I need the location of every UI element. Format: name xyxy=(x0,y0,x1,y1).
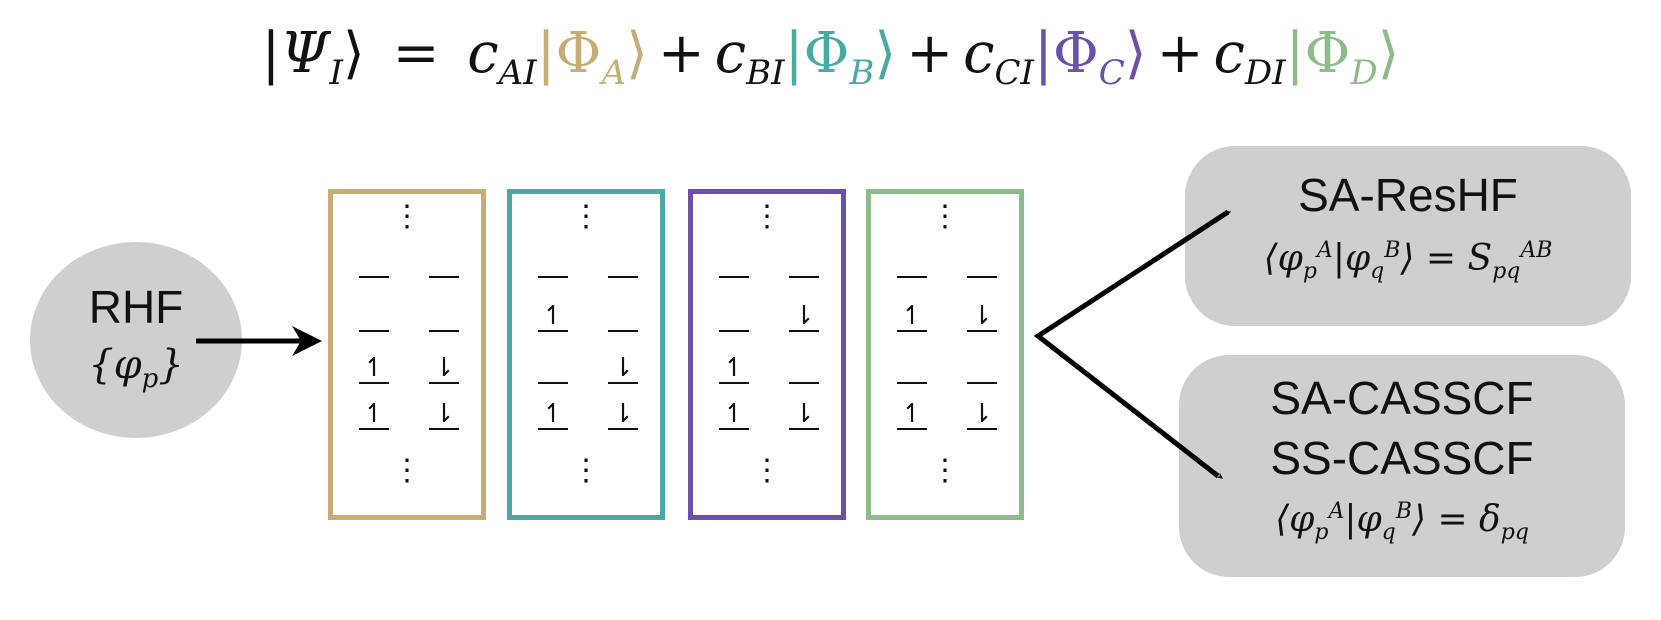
determinant-ket-a: |ΦA⟩ xyxy=(536,21,648,93)
orbital-level xyxy=(789,382,819,384)
determinant-box-4: ⋮↿⇂↿⇂⋮ xyxy=(866,189,1024,520)
orbital-level xyxy=(359,330,389,332)
orbital-level: ⇂ xyxy=(608,400,638,430)
determinant-ket-d: |ΦD⟩ xyxy=(1285,21,1400,93)
plus-sign: + xyxy=(906,21,954,86)
orbital-level xyxy=(608,330,638,332)
sa-reshf-overlap-formula: ⟨φpA|φqB⟩ = SpqAB xyxy=(1263,238,1553,285)
orbital-level xyxy=(897,382,927,384)
orbital-level xyxy=(897,276,927,278)
sa-casscf-title: SA-CASSCF xyxy=(1270,372,1534,424)
determinant-box-2: ⋮↿⇂↿⇂⋮ xyxy=(507,189,665,520)
orbital-level: ↿ xyxy=(897,302,927,332)
spin-down-electron: ⇂ xyxy=(433,353,455,383)
orbital-level xyxy=(359,276,389,278)
spin-up-electron: ↿ xyxy=(542,399,564,429)
orbital-level: ⇂ xyxy=(429,400,459,430)
spin-up-electron: ↿ xyxy=(901,301,923,331)
coefficient: c xyxy=(1213,21,1245,86)
ellipsis-bottom: ⋮ xyxy=(392,453,422,488)
ss-casscf-title: SS-CASSCF xyxy=(1270,432,1534,484)
orbital-level: ⇂ xyxy=(789,302,819,332)
orbital-level: ⇂ xyxy=(967,400,997,430)
orbital-level: ↿ xyxy=(538,400,568,430)
orbital-level: ⇂ xyxy=(789,400,819,430)
equation-terms: cAI|ΦA⟩+cBI|ΦB⟩+cCI|ΦC⟩+cDI|ΦD⟩ xyxy=(467,21,1400,93)
coefficient: c xyxy=(467,21,499,86)
orbital-level xyxy=(538,382,568,384)
orbital-level: ↿ xyxy=(719,354,749,384)
determinant-ket-b: |ΦB⟩ xyxy=(784,21,897,93)
orbital-level: ⇂ xyxy=(967,302,997,332)
spin-down-electron: ⇂ xyxy=(433,399,455,429)
coefficient: c xyxy=(714,21,747,86)
ellipsis-top: ⋮ xyxy=(392,199,422,234)
plus-sign: + xyxy=(657,21,705,86)
ellipsis-bottom: ⋮ xyxy=(571,453,601,488)
plus-sign: + xyxy=(1156,21,1204,86)
branch-lines xyxy=(1033,209,1230,478)
orbital-level xyxy=(608,276,638,278)
orbital-level xyxy=(789,276,819,278)
coefficient: c xyxy=(963,21,995,86)
orbital-level: ↿ xyxy=(719,400,749,430)
orbital-level: ↿ xyxy=(359,400,389,430)
coefficient-subscript: BI xyxy=(746,53,785,93)
casscf-overlap-formula: ⟨φpA|φqB⟩ = δpq xyxy=(1275,499,1529,546)
psi-ket-open: |Ψ xyxy=(261,21,330,86)
orbital-level: ↿ xyxy=(897,400,927,430)
orbital-level: ⇂ xyxy=(429,354,459,384)
orbital-level xyxy=(967,276,997,278)
ellipsis-bottom: ⋮ xyxy=(930,453,960,488)
spin-up-electron: ↿ xyxy=(363,399,385,429)
spin-down-electron: ⇂ xyxy=(793,399,815,429)
sa-reshf-panel: SA-ResHF ⟨φpA|φqB⟩ = SpqAB xyxy=(1185,146,1631,326)
spin-down-electron: ⇂ xyxy=(793,301,815,331)
coefficient-subscript: CI xyxy=(994,53,1034,93)
spin-down-electron: ⇂ xyxy=(612,399,634,429)
ellipsis-top: ⋮ xyxy=(930,199,960,234)
rhf-orbital-set: {φp} xyxy=(88,342,184,394)
spin-down-electron: ⇂ xyxy=(971,399,993,429)
determinant-box-1: ⋮↿⇂↿⇂⋮ xyxy=(328,189,486,520)
orbital-level xyxy=(719,276,749,278)
ellipsis-top: ⋮ xyxy=(571,199,601,234)
coefficient-subscript: DI xyxy=(1244,53,1286,93)
spin-up-electron: ↿ xyxy=(542,301,564,331)
coefficient-subscript: AI xyxy=(498,53,537,93)
orbital-level xyxy=(429,276,459,278)
determinant-box-3: ⋮ ⇂ ↿ ↿ ⇂ ⋮ xyxy=(688,189,846,520)
spin-up-electron: ↿ xyxy=(723,399,745,429)
spin-up-electron: ↿ xyxy=(723,353,745,383)
wavefunction-equation: |ΨI⟩ = cAI|ΦA⟩+cBI|ΦB⟩+cCI|ΦC⟩+cDI|ΦD⟩ xyxy=(0,14,1661,113)
spin-down-electron: ⇂ xyxy=(612,353,634,383)
rhf-title: RHF xyxy=(88,281,184,333)
spin-down-electron: ⇂ xyxy=(971,301,993,331)
orbital-level xyxy=(967,382,997,384)
equals-sign: = xyxy=(392,21,440,86)
spin-up-electron: ↿ xyxy=(901,399,923,429)
spin-up-electron: ↿ xyxy=(363,353,385,383)
ellipsis-bottom: ⋮ xyxy=(752,453,782,488)
orbital-level: ↿ xyxy=(359,354,389,384)
orbital-level: ↿ xyxy=(538,302,568,332)
psi-ket-close: ⟩ xyxy=(342,21,365,86)
determinant-ket-c: |ΦC⟩ xyxy=(1033,21,1147,93)
orbital-level xyxy=(429,330,459,332)
casscf-panel: SA-CASSCF SS-CASSCF ⟨φpA|φqB⟩ = δpq xyxy=(1179,355,1625,577)
orbital-level: ⇂ xyxy=(608,354,638,384)
orbital-level xyxy=(538,276,568,278)
psi-subscript: I xyxy=(329,53,343,93)
orbital-level xyxy=(719,330,749,332)
sa-reshf-title: SA-ResHF xyxy=(1298,169,1518,221)
ellipsis-top: ⋮ xyxy=(752,199,782,234)
